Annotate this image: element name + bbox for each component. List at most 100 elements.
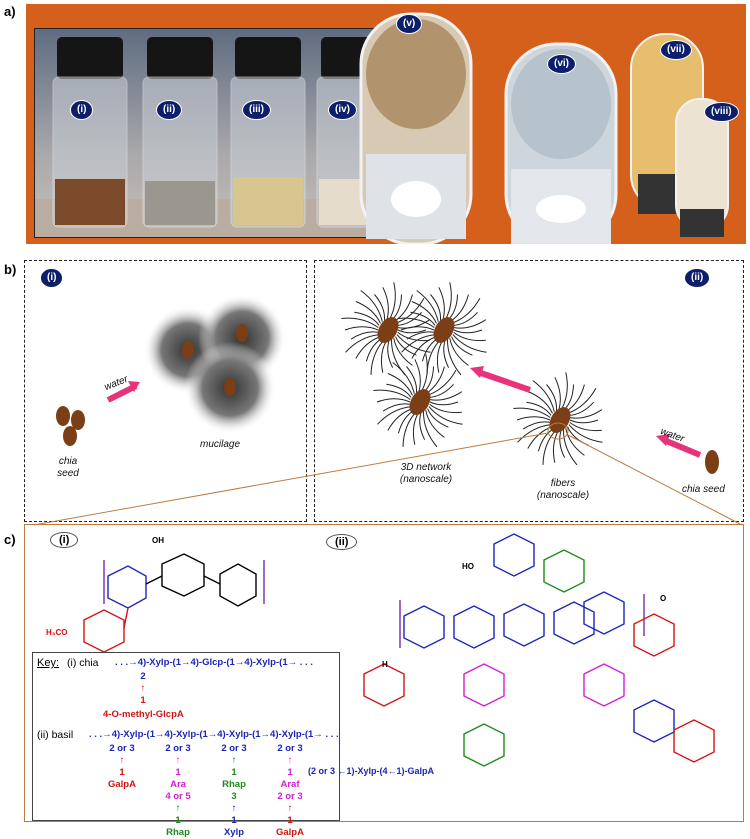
fiber-strand: [397, 409, 415, 434]
h3co-label: H₃CO: [46, 628, 68, 637]
panel-a-letter: a): [4, 4, 16, 19]
fiber-strand: [569, 409, 603, 419]
fiber-seed: [377, 317, 399, 343]
fiber-strand: [410, 311, 436, 326]
fiber-strand: [452, 334, 487, 353]
basil-col-3-sugar: Rhap: [222, 779, 246, 790]
h-label: H: [382, 660, 388, 669]
fiber-strand: [537, 427, 555, 452]
ho-label: HO: [462, 562, 474, 571]
basil-col-2-sugar2: Rhap: [166, 827, 190, 838]
fiber-strand: [428, 383, 454, 398]
mucilage-label: mucilage: [200, 439, 241, 450]
fiber-strand: [393, 338, 413, 366]
fiber-strand: [446, 339, 462, 376]
fiber-strand: [453, 332, 486, 342]
fiber-strand: [569, 422, 602, 432]
fiber-strand: [387, 373, 413, 396]
vial-label-ii: (ii): [156, 100, 183, 120]
chia-seed-shape: [56, 406, 70, 426]
basil-col-4-sugar2: GalpA: [276, 827, 304, 838]
fiber-strand: [567, 387, 597, 414]
fiber-strand: [344, 326, 379, 331]
vials-drawing: [35, 37, 397, 237]
fiber-strand: [562, 429, 578, 466]
fiber-strand: [517, 424, 552, 443]
fiber-strand: [565, 428, 585, 456]
panel-c-frame: [24, 524, 744, 822]
fiber-strand: [376, 398, 411, 403]
panel-c-badge-ii: (ii): [326, 534, 358, 550]
basil-col-4-link: 2 or 3: [277, 791, 303, 802]
fiber-strand: [425, 410, 445, 438]
basil-col-1-sugar: GalpA: [108, 779, 136, 790]
fiber-strand: [425, 366, 445, 395]
basil-col-2-link: 4 or 5: [165, 791, 191, 802]
basil-chain: . . .→4)-Xylp-(1→4)-Xylp-(1→4)-Xylp-(1→4…: [89, 729, 339, 740]
basil-col-3-link: 3: [231, 791, 237, 802]
fiber-strand: [416, 290, 439, 322]
fiber-strand: [373, 389, 411, 401]
fibers-label: fibers (nanoscale): [528, 478, 598, 502]
basil-col-3: 2 or 3 ↑1 Rhap 3 ↑1 Xylp: [209, 743, 259, 839]
fiber-strand: [380, 339, 388, 373]
basil-side-chain: (2 or 3 ←1)-Xylp-(4←1)-GalpA: [308, 766, 435, 776]
fiber-strand: [397, 329, 427, 334]
fiber-strand: [414, 359, 421, 393]
fiber-strand: [400, 326, 435, 331]
fiber-strand: [388, 282, 396, 321]
network-label: 3D network (nanoscale): [386, 462, 466, 486]
fiber-strand: [546, 384, 558, 411]
fiber-strand: [449, 294, 469, 323]
fiber-strand: [412, 411, 420, 445]
basil-col-4-pos: 2 or 3: [277, 743, 303, 754]
fiber-strand: [420, 354, 428, 393]
basil-col-2-sugar: Ara: [170, 779, 186, 790]
fiber-strand: [452, 311, 478, 326]
chia-word: chia: [58, 456, 78, 467]
fiber-strand: [397, 332, 430, 342]
panel-b-badge-ii: (ii): [684, 268, 711, 288]
zoom-circle: [547, 422, 569, 440]
chia-seed-label-left: chia seed: [48, 456, 88, 480]
fiber-strand: [451, 297, 481, 324]
fiber-strand: [396, 334, 431, 353]
fiber-strand: [345, 334, 380, 353]
fiber-strand: [559, 429, 566, 458]
vial-label-iv: (iv): [328, 100, 357, 120]
o-label: O: [660, 594, 667, 603]
basil-col-4-sugar: Araf: [280, 779, 300, 790]
oh-label-top: OH: [152, 536, 164, 545]
fiber-strand: [422, 411, 438, 448]
fiber-strand: [429, 391, 463, 401]
fiber-strand: [392, 362, 415, 394]
chia-seed-shape: [63, 426, 77, 446]
fiber-strand: [453, 319, 487, 329]
fiber-strand: [401, 334, 436, 353]
panel-b-letter: b): [4, 262, 17, 277]
fiber-strand: [354, 311, 380, 326]
panel-b-right-box: [314, 260, 744, 522]
fiber-strand: [429, 404, 462, 414]
tube-label-vi: (vi): [547, 54, 576, 74]
fiber-strand: [377, 406, 412, 425]
fiber-strand: [406, 366, 418, 393]
fiber-strand: [527, 391, 553, 414]
fiber-strand: [552, 429, 560, 463]
fiber-strand: [411, 301, 437, 324]
fiber-strand: [568, 401, 594, 416]
vial-label-iii: (iii): [242, 100, 271, 120]
fiber-strand: [350, 331, 379, 340]
fiber-strand: [429, 401, 459, 406]
basil-col-3-sugar2: Xylp: [223, 827, 245, 838]
basil-col-1-pos: 2 or 3: [109, 743, 135, 754]
fiber-strand: [569, 419, 599, 424]
network-arrow: [477, 369, 531, 393]
chia-chain: . . .→4)-Xylp-(1→4)-Glcp-(1→4)-Xylp-(1→ …: [115, 657, 313, 668]
panel-b-badge-i: (i): [40, 268, 64, 288]
fiber-strand: [532, 380, 555, 412]
structure-ii: [363, 533, 715, 767]
vial-1: [52, 37, 128, 228]
fiber-strand: [427, 408, 449, 428]
fiber-strand: [421, 337, 439, 362]
